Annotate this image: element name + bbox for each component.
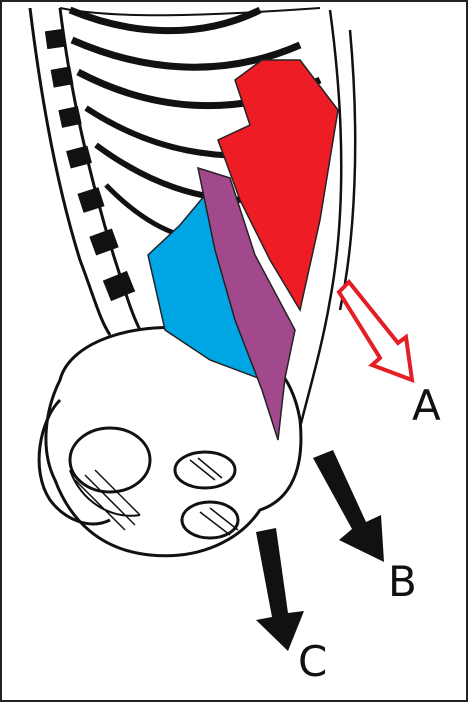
- label-c: C: [298, 637, 327, 686]
- label-a: A: [412, 381, 441, 430]
- arrow-b: [313, 450, 384, 562]
- arrow-c: [256, 528, 304, 651]
- label-b: B: [388, 557, 417, 606]
- arrow-a: [339, 282, 412, 380]
